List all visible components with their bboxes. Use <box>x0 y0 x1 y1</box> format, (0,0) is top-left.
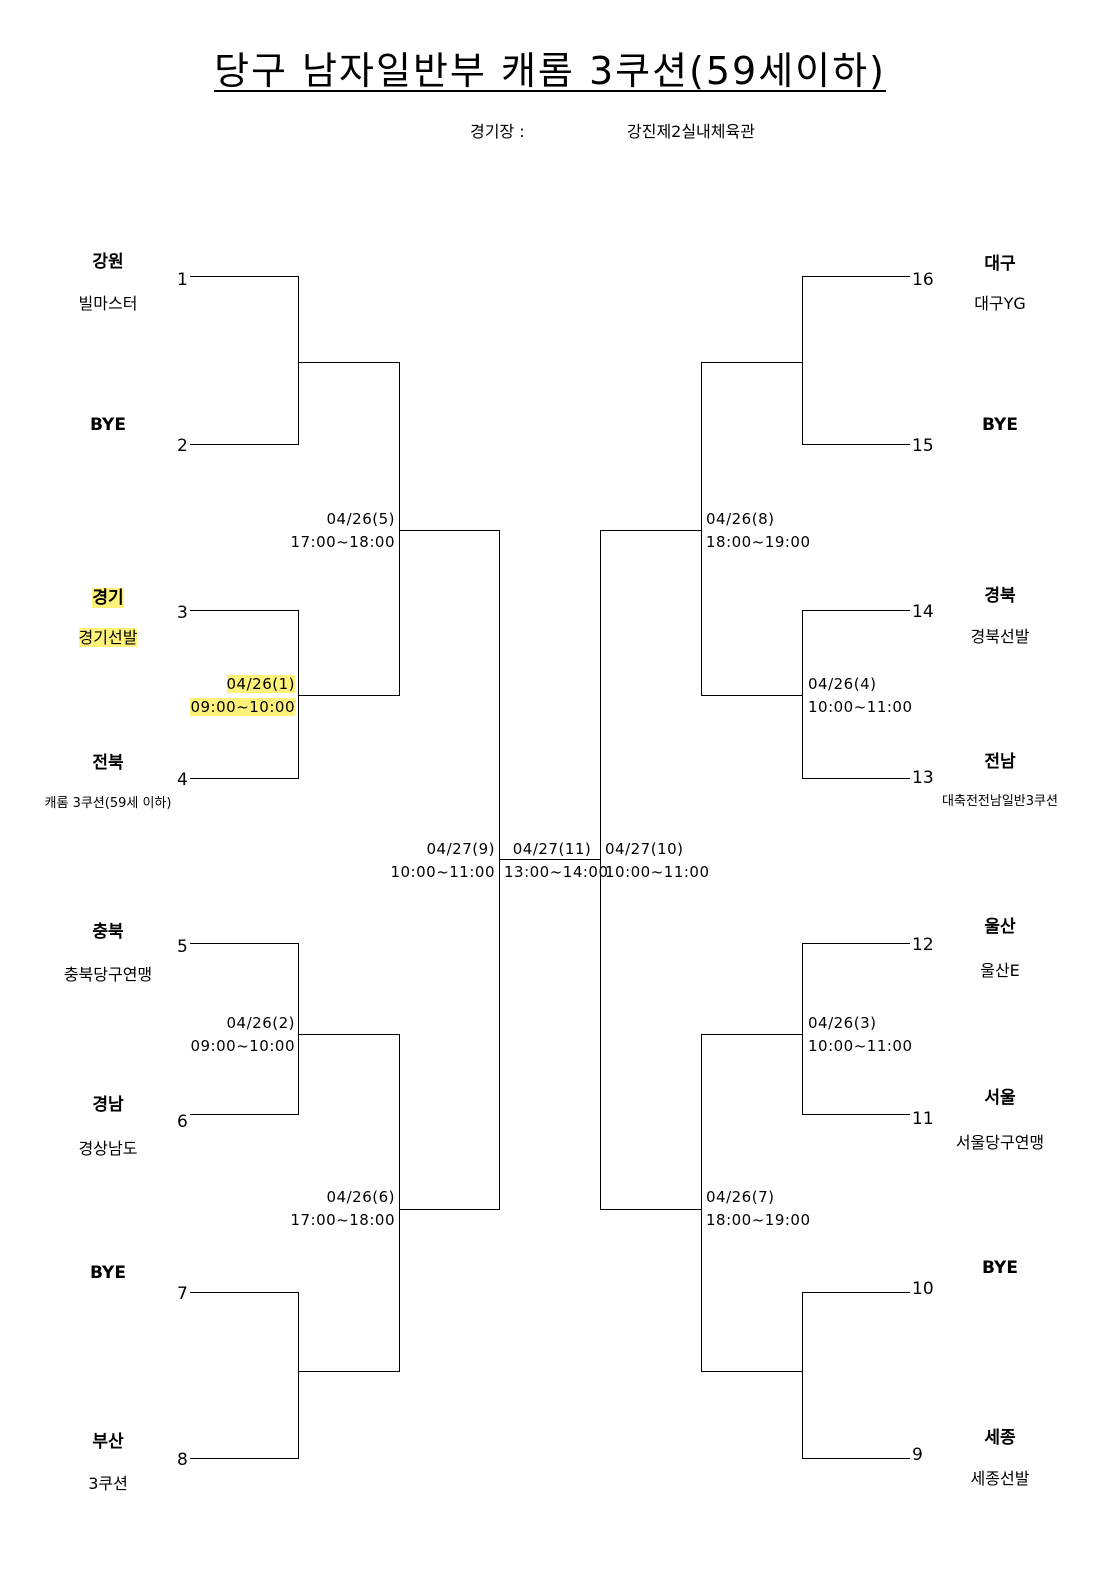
bracket-line <box>400 530 500 1210</box>
match-10-time: 04/27(10)10:00~11:00 <box>605 840 710 881</box>
team-name: 세종선발 <box>970 1469 1030 1488</box>
venue-value: 강진제2실내체육관 <box>627 122 755 141</box>
bracket-line <box>190 1292 299 1459</box>
region-label: 부산 <box>92 1432 124 1452</box>
seed-number: 10 <box>912 1279 934 1299</box>
bracket-line <box>802 610 910 779</box>
team-name: 충북당구연맹 <box>63 965 153 984</box>
region-label: BYE <box>90 1263 126 1283</box>
bracket-line <box>802 943 910 1115</box>
bracket-line <box>701 1034 802 1372</box>
match-4-time: 04/26(4)10:00~11:00 <box>808 675 913 716</box>
region-label: 대구 <box>984 254 1016 274</box>
match-8-time: 04/26(8)18:00~19:00 <box>706 510 811 551</box>
bracket-line <box>299 1034 400 1372</box>
match-1-time: 04/26(1)09:00~10:00 <box>190 675 295 716</box>
seed-number: 4 <box>177 770 188 790</box>
seed-number: 16 <box>912 270 934 290</box>
seed-number: 15 <box>912 436 934 456</box>
region-label: 전북 <box>92 753 124 773</box>
seed-number: 6 <box>177 1112 188 1132</box>
seed-number: 2 <box>177 436 188 456</box>
team-name: 경기선발 <box>78 628 138 647</box>
region-label: 울산 <box>984 917 1016 937</box>
team-name: 경상남도 <box>78 1139 138 1158</box>
bracket-line <box>701 362 802 696</box>
match-6-time: 04/26(6)17:00~18:00 <box>290 1188 395 1229</box>
seed-number: 8 <box>177 1450 188 1470</box>
region-label: 경북 <box>984 586 1016 606</box>
match-2-time: 04/26(2)09:00~10:00 <box>190 1014 295 1055</box>
region-label: BYE <box>982 415 1018 435</box>
match-5-time: 04/26(5)17:00~18:00 <box>290 510 395 551</box>
region-label: 전남 <box>984 752 1016 772</box>
region-label: 충북 <box>92 922 124 942</box>
bracket-line <box>190 610 299 779</box>
region-label: 서울 <box>984 1088 1016 1108</box>
match-7-time: 04/26(7)18:00~19:00 <box>706 1188 811 1229</box>
seed-number: 12 <box>912 935 934 955</box>
region-label: 강원 <box>92 252 124 272</box>
seed-number: 5 <box>177 937 188 957</box>
seed-number: 7 <box>177 1284 188 1304</box>
team-name: 캐롬 3쿠션(59세 이하) <box>44 796 172 811</box>
bracket-line <box>299 362 400 696</box>
bracket-line <box>802 276 910 445</box>
match-11-time: 04/27(11)13:00~14:00 <box>504 840 609 881</box>
team-name: 대구YG <box>974 294 1026 313</box>
team-name: 대축전전남일반3쿠션 <box>942 794 1058 809</box>
seed-number: 14 <box>912 602 934 622</box>
region-label: 경남 <box>92 1095 124 1115</box>
seed-number: 9 <box>912 1445 923 1465</box>
seed-number: 13 <box>912 768 934 788</box>
bracket-line <box>600 530 701 1210</box>
region-label: BYE <box>982 1258 1018 1278</box>
region-label: 경기 <box>92 588 124 608</box>
page-title: 당구 남자일반부 캐롬 3쿠션(59세이하) <box>214 49 886 93</box>
bracket-line <box>802 1292 910 1459</box>
team-name: 빌마스터 <box>78 294 138 313</box>
team-name: 3쿠션 <box>88 1474 128 1493</box>
region-label: BYE <box>90 415 126 435</box>
match-3-time: 04/26(3)10:00~11:00 <box>808 1014 913 1055</box>
region-label: 세종 <box>984 1428 1016 1448</box>
team-name: 울산E <box>980 961 1020 980</box>
seed-number: 3 <box>177 603 188 623</box>
seed-number: 11 <box>912 1109 934 1129</box>
seed-number: 1 <box>177 270 188 290</box>
team-name: 서울당구연맹 <box>955 1133 1045 1152</box>
final-connector <box>500 859 600 860</box>
team-name: 경북선발 <box>970 627 1030 646</box>
bracket-line <box>190 943 299 1115</box>
venue-label: 경기장 : <box>470 122 525 141</box>
bracket-line <box>190 276 299 445</box>
match-9-time: 04/27(9)10:00~11:00 <box>390 840 495 881</box>
